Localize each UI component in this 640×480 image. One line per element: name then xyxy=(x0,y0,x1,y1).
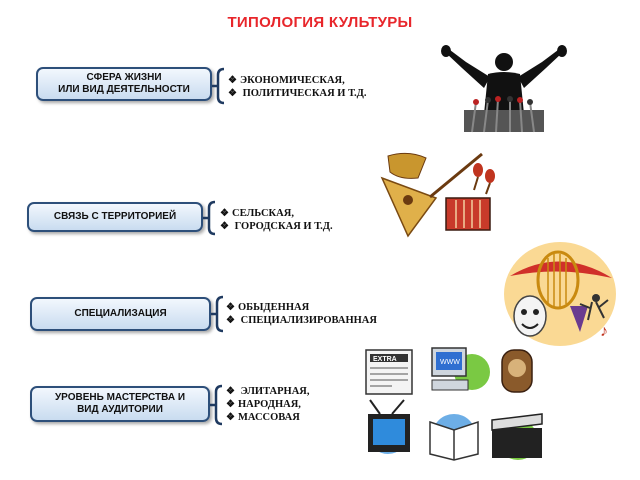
diamond-bullet-icon: ❖ xyxy=(228,75,237,86)
category-box-activity: СФЕРА ЖИЗНИ ИЛИ ВИД ДЕЯТЕЛЬНОСТИ xyxy=(36,67,212,101)
diamond-bullet-icon: ❖ xyxy=(228,88,237,99)
page-title: ТИПОЛОГИЯ КУЛЬТУРЫ xyxy=(227,14,413,31)
svg-text:EXTRA: EXTRA xyxy=(373,356,397,363)
list-item: ❖ СПЕЦИАЛИЗИРОВАННАЯ xyxy=(226,315,377,326)
list-item: ❖СЕЛЬСКАЯ, xyxy=(220,208,294,219)
specialization-types-list: ❖ОБЫДЕННАЯ ❖ СПЕЦИАЛИЗИРОВАННАЯ xyxy=(226,301,377,327)
list-item: ❖ ПОЛИТИЧЕСКАЯ И Т.Д. xyxy=(228,88,367,99)
category-box-mastery: УРОВЕНЬ МАСТЕРСТВА И ВИД АУДИТОРИИ xyxy=(30,386,210,422)
activity-types-list: ❖ЭКОНОМИЧЕСКАЯ, ❖ ПОЛИТИЧЕСКАЯ И Т.Д. xyxy=(228,74,367,100)
svg-text:♪: ♪ xyxy=(600,323,608,340)
territory-types-list: ❖СЕЛЬСКАЯ, ❖ ГОРОДСКАЯ И Т.Д. xyxy=(220,207,333,233)
diamond-bullet-icon: ❖ xyxy=(226,386,235,397)
bracket-connector xyxy=(210,384,223,426)
list-item: ❖ОБЫДЕННАЯ xyxy=(226,302,310,313)
list-item: ❖ ЭЛИТАРНАЯ, xyxy=(226,386,310,397)
mass-media-illustration: EXTRA WWW xyxy=(365,347,543,461)
diamond-bullet-icon: ❖ xyxy=(226,302,235,313)
list-item: ❖МАССОВАЯ xyxy=(226,412,300,423)
diamond-bullet-icon: ❖ xyxy=(226,412,235,423)
audience-types-list: ❖ ЭЛИТАРНАЯ, ❖НАРОДНАЯ, ❖МАССОВАЯ xyxy=(226,385,310,424)
category-box-territory: СВЯЗЬ С ТЕРРИТОРИЕЙ xyxy=(27,202,203,232)
list-item: ❖ ГОРОДСКАЯ И Т.Д. xyxy=(220,221,333,232)
bracket-connector xyxy=(211,295,224,333)
svg-text:WWW: WWW xyxy=(440,359,460,366)
folk-instruments-illustration xyxy=(380,152,495,238)
diamond-bullet-icon: ❖ xyxy=(220,208,229,219)
arts-theatre-illustration: ♪ xyxy=(504,242,616,346)
bracket-connector xyxy=(212,67,225,105)
diamond-bullet-icon: ❖ xyxy=(226,315,235,326)
diamond-bullet-icon: ❖ xyxy=(220,221,229,232)
diamond-bullet-icon: ❖ xyxy=(226,399,235,410)
bracket-connector xyxy=(203,200,216,236)
politician-at-podium-illustration xyxy=(432,44,577,136)
list-item: ❖НАРОДНАЯ, xyxy=(226,399,301,410)
category-box-specialization: СПЕЦИАЛИЗАЦИЯ xyxy=(30,297,211,331)
list-item: ❖ЭКОНОМИЧЕСКАЯ, xyxy=(228,75,345,86)
